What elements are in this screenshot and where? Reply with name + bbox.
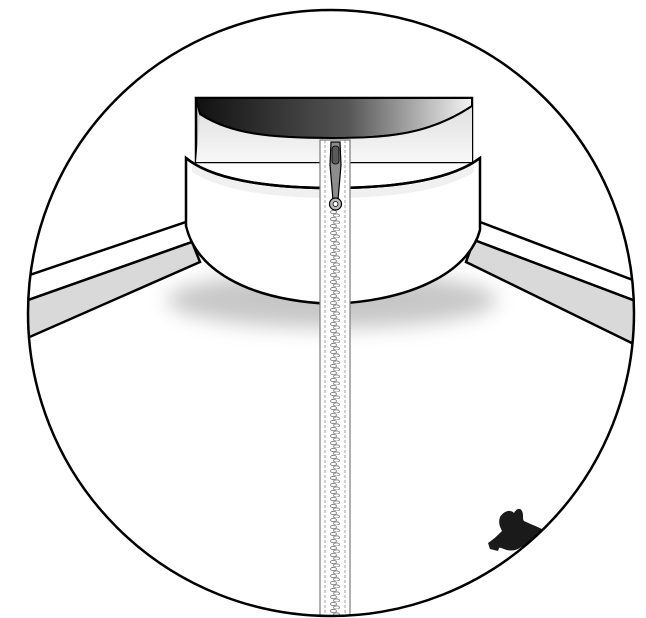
zipper xyxy=(319,139,351,616)
detail-circle-frame xyxy=(26,8,636,618)
zipper-slider xyxy=(328,141,343,211)
